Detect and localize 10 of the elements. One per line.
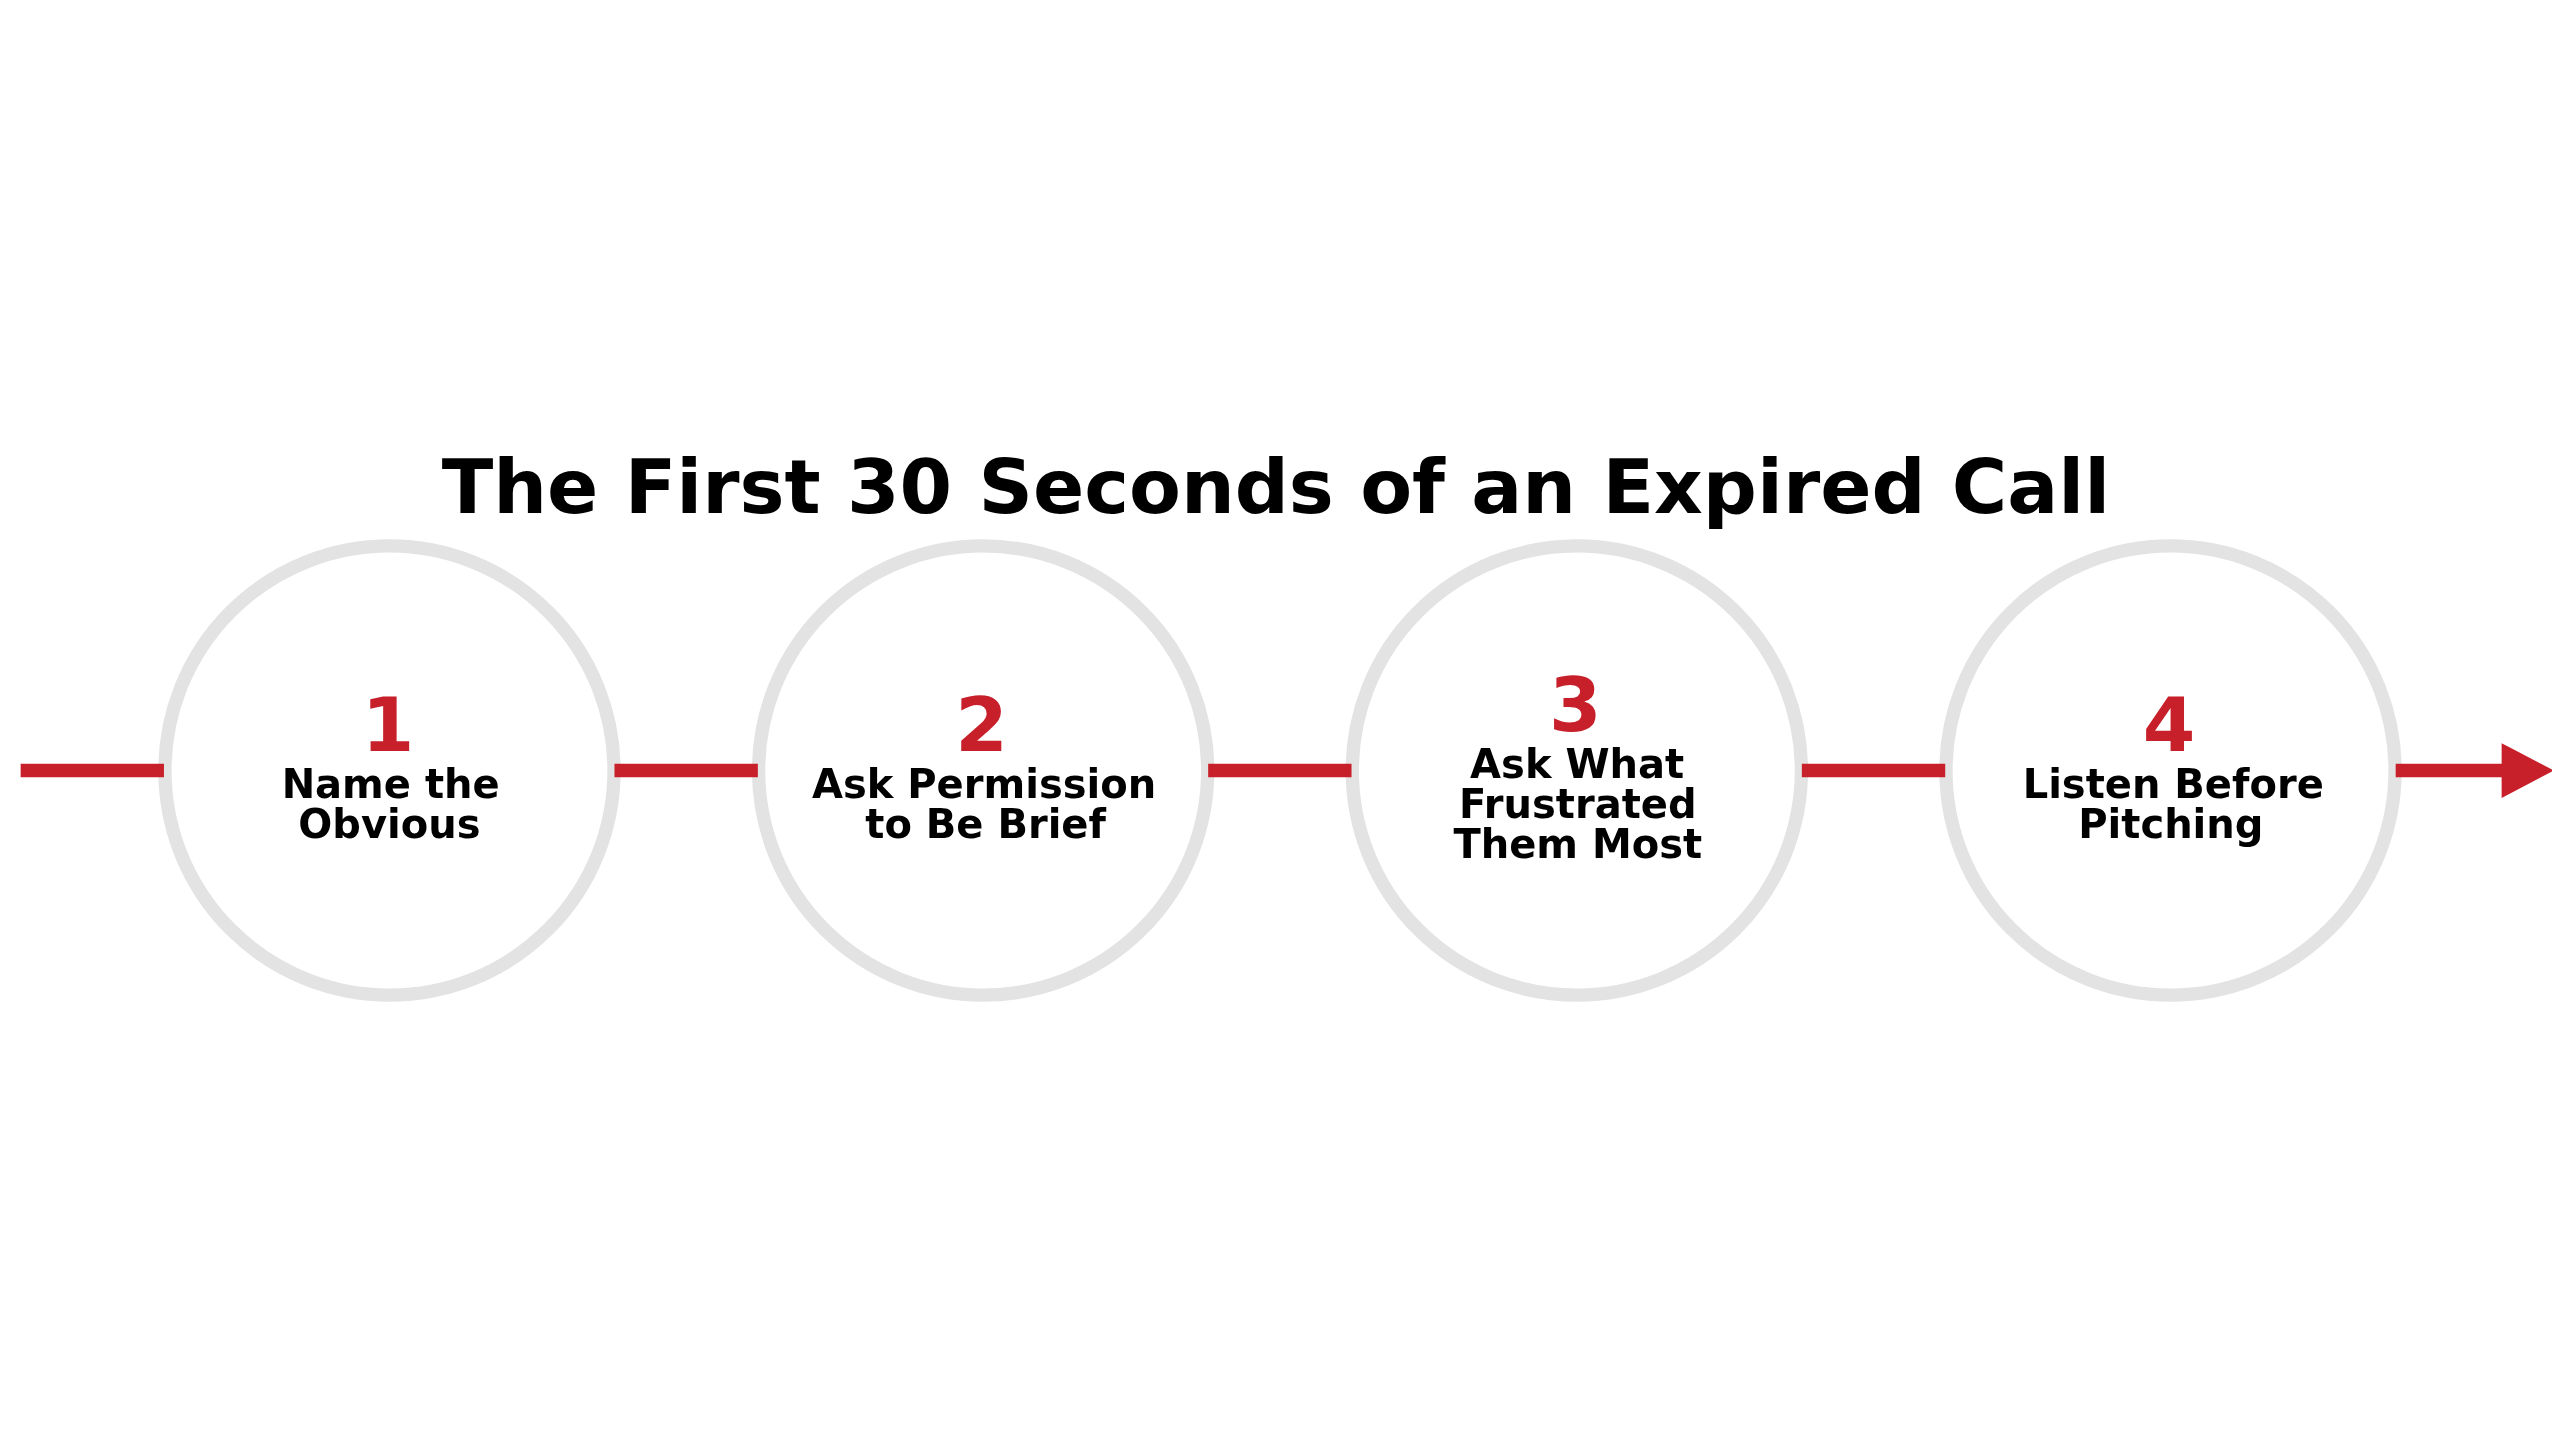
node-circle: 1 Name the Obvious (158, 538, 621, 1002)
connector (20, 763, 164, 777)
node-circle: 2 Ask Permission to Be Brief (751, 538, 1215, 1002)
connector (1208, 763, 1352, 777)
node-circle: 4 Listen Before Pitching (1939, 538, 2402, 1002)
node-circle: 3 Ask What Frustrated Them Most (1345, 538, 1809, 1002)
diagram-title: The First 30 Seconds of an Expired Call (441, 442, 2111, 531)
connector (614, 763, 758, 777)
connector (1801, 763, 1946, 777)
arrow (2395, 742, 2552, 798)
